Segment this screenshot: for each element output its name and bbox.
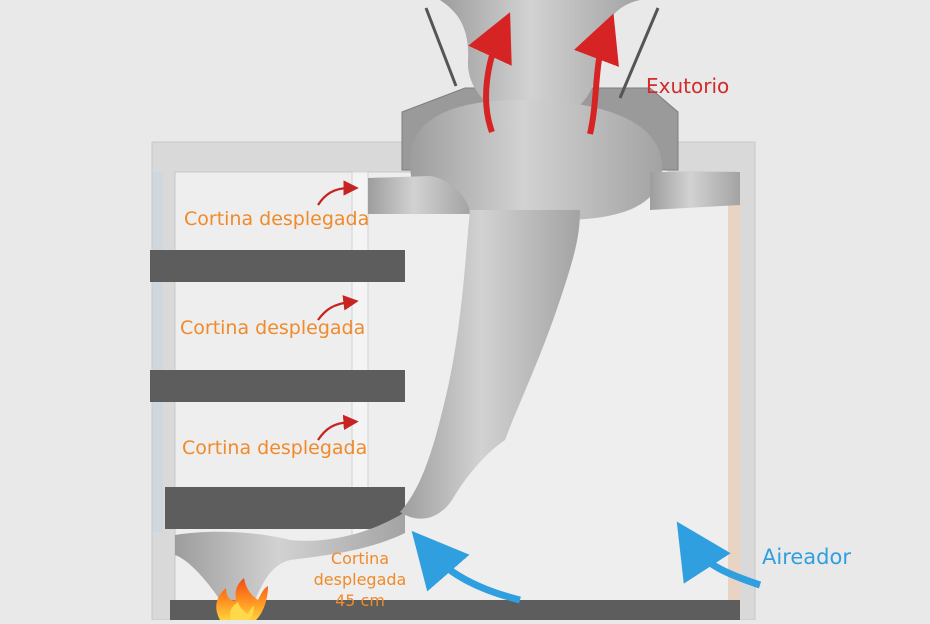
red-curtain-arrow-1 xyxy=(317,180,359,206)
blue-air-arrow-icon xyxy=(411,530,521,604)
vent-flap-left xyxy=(424,7,458,87)
cortina-label-2: Cortina desplegada xyxy=(180,317,366,339)
fire-icon xyxy=(216,578,268,620)
right-wall-edge xyxy=(728,205,740,610)
bottom-cortina-label: Cortina desplegada 45 cm xyxy=(305,548,415,611)
floor-slab-3 xyxy=(165,487,405,529)
floor-slab-2 xyxy=(150,370,405,402)
red-curtain-arrow-2 xyxy=(317,295,359,321)
bottom-cortina-line3: 45 cm xyxy=(335,591,385,610)
floor-slab-1 xyxy=(150,250,405,282)
bottom-cortina-line2: desplegada xyxy=(313,570,407,589)
red-smoke-arrow-icon xyxy=(574,13,619,135)
exutorio-label: Exutorio xyxy=(646,74,730,98)
vent-flap-right xyxy=(618,7,660,99)
red-curtain-arrow-3 xyxy=(317,414,359,441)
ground-floor xyxy=(170,600,740,620)
cortina-label-1: Cortina desplegada xyxy=(184,208,370,230)
cortina-label-3: Cortina desplegada xyxy=(182,437,368,459)
blue-air-arrow-icon xyxy=(676,521,762,589)
red-smoke-arrow-icon xyxy=(468,12,512,134)
bottom-cortina-line1: Cortina xyxy=(330,549,390,568)
left-wall-edge xyxy=(153,172,163,532)
aireador-label: Aireador xyxy=(762,545,851,569)
